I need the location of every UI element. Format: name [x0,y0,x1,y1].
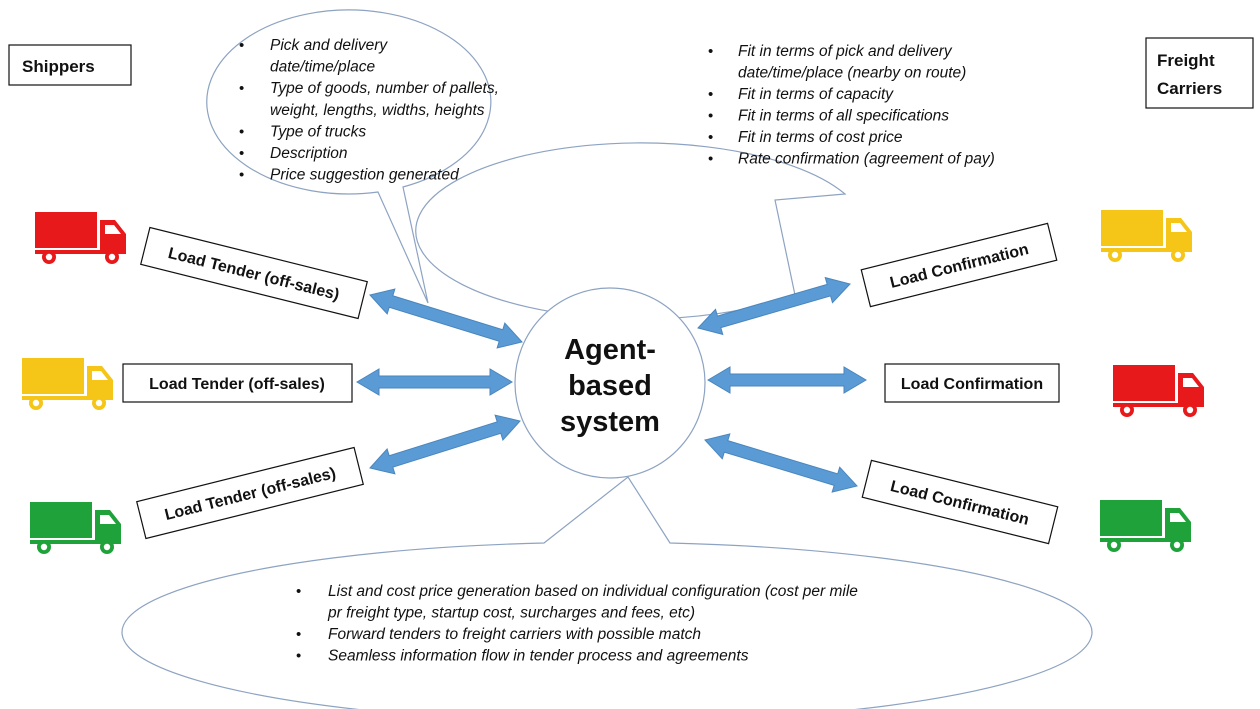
bullet-item-text: pr freight type, startup cost, surcharge… [327,605,695,622]
system-bullet-list: • List and cost price generation based on… [296,583,858,665]
freight-carriers-box: Freight Carriers [1145,37,1254,109]
load-tender-box-2: Load Tender (off-sales) [122,363,353,403]
bullet-item-text: Seamless information flow in tender proc… [328,648,749,665]
bullet-dot: • [239,167,244,184]
bullet-dot: • [296,626,301,643]
bullet-dot: • [708,108,713,125]
bullet-dot: • [239,123,244,140]
bullet-dot: • [708,129,713,146]
tender-arrow-3 [369,414,521,475]
bullet-item-text: Fit in terms of pick and delivery [738,43,953,60]
bullet-dot: • [708,86,713,103]
bullet-dot: • [239,37,244,54]
bullet-item-text: weight, lengths, widths, heights [270,102,485,119]
load-confirmation-box-2: Load Confirmation [884,363,1060,403]
load-tender-box-3: Load Tender (off-sales) [136,446,364,540]
center-label-line-1: Agent- [564,334,656,366]
tender-arrow-1 [369,288,523,349]
bullet-item-text: Description [270,145,348,162]
load-tender-label: Load Tender (off-sales) [149,376,325,393]
bullet-item-text: date/time/place [270,59,375,76]
bullet-dot: • [296,583,301,600]
tender-arrow-2 [356,368,513,396]
truck-icon-yellow [22,358,113,410]
bullet-lists: • Pick and delivery date/time/place • Type o… [239,37,995,665]
confirmation-arrow-2 [707,366,867,394]
carriers-bullet-list: • Fit in terms of pick and delivery date/t… [708,43,995,168]
shippers-label: Shippers [22,57,95,76]
load-confirmation-box-1: Load Confirmation [860,222,1058,308]
bullet-dot: • [296,648,301,665]
confirmation-arrow-3 [704,433,858,493]
bullet-item-text: Rate confirmation (agreement of pay) [738,151,995,168]
truck-icon-green [30,502,121,554]
load-confirmation-box-3: Load Confirmation [861,459,1059,545]
bullet-item-text: Fit in terms of cost price [738,129,903,146]
center-label-line-2: based [568,370,652,402]
bullet-item-text: List and cost price generation based on … [328,583,858,600]
truck-icon-red [35,212,126,264]
system-bubble [121,476,1093,709]
arrows-layer [356,276,867,493]
agent-system-circle [514,287,706,479]
load-tender-box-1: Load Tender (off-sales) [140,226,368,320]
carriers-label-line-2: Carriers [1157,79,1222,98]
bullet-item-text: Price suggestion generated [270,167,460,184]
bullet-item-text: Fit in terms of capacity [738,86,894,103]
center-label-line-3: system [560,406,660,438]
bullet-item-text: Type of goods, number of pallets, [270,80,499,97]
truck-icon-yellow [1101,210,1192,262]
shippers-box: Shippers [8,44,132,86]
shippers-bubble [206,9,492,304]
bullet-item-text: Type of trucks [270,123,366,140]
load-confirmation-label: Load Confirmation [901,376,1043,393]
bullet-dot: • [708,43,713,60]
bullet-item-text: Fit in terms of all specifications [738,108,949,125]
bullet-item-text: date/time/place (nearby on route) [738,65,966,82]
carriers-label-line-1: Freight [1157,51,1215,70]
bullet-dot: • [239,80,244,97]
truck-icon-red [1113,365,1204,417]
bullet-item-text: Forward tenders to freight carriers with… [328,626,701,643]
bullet-dot: • [708,151,713,168]
bullet-item-text: Pick and delivery [270,37,388,54]
shippers-bullet-list: • Pick and delivery date/time/place • Type o… [239,37,499,184]
confirmation-arrow-1 [697,276,851,336]
bullet-dot: • [239,145,244,162]
truck-icon-green [1100,500,1191,552]
